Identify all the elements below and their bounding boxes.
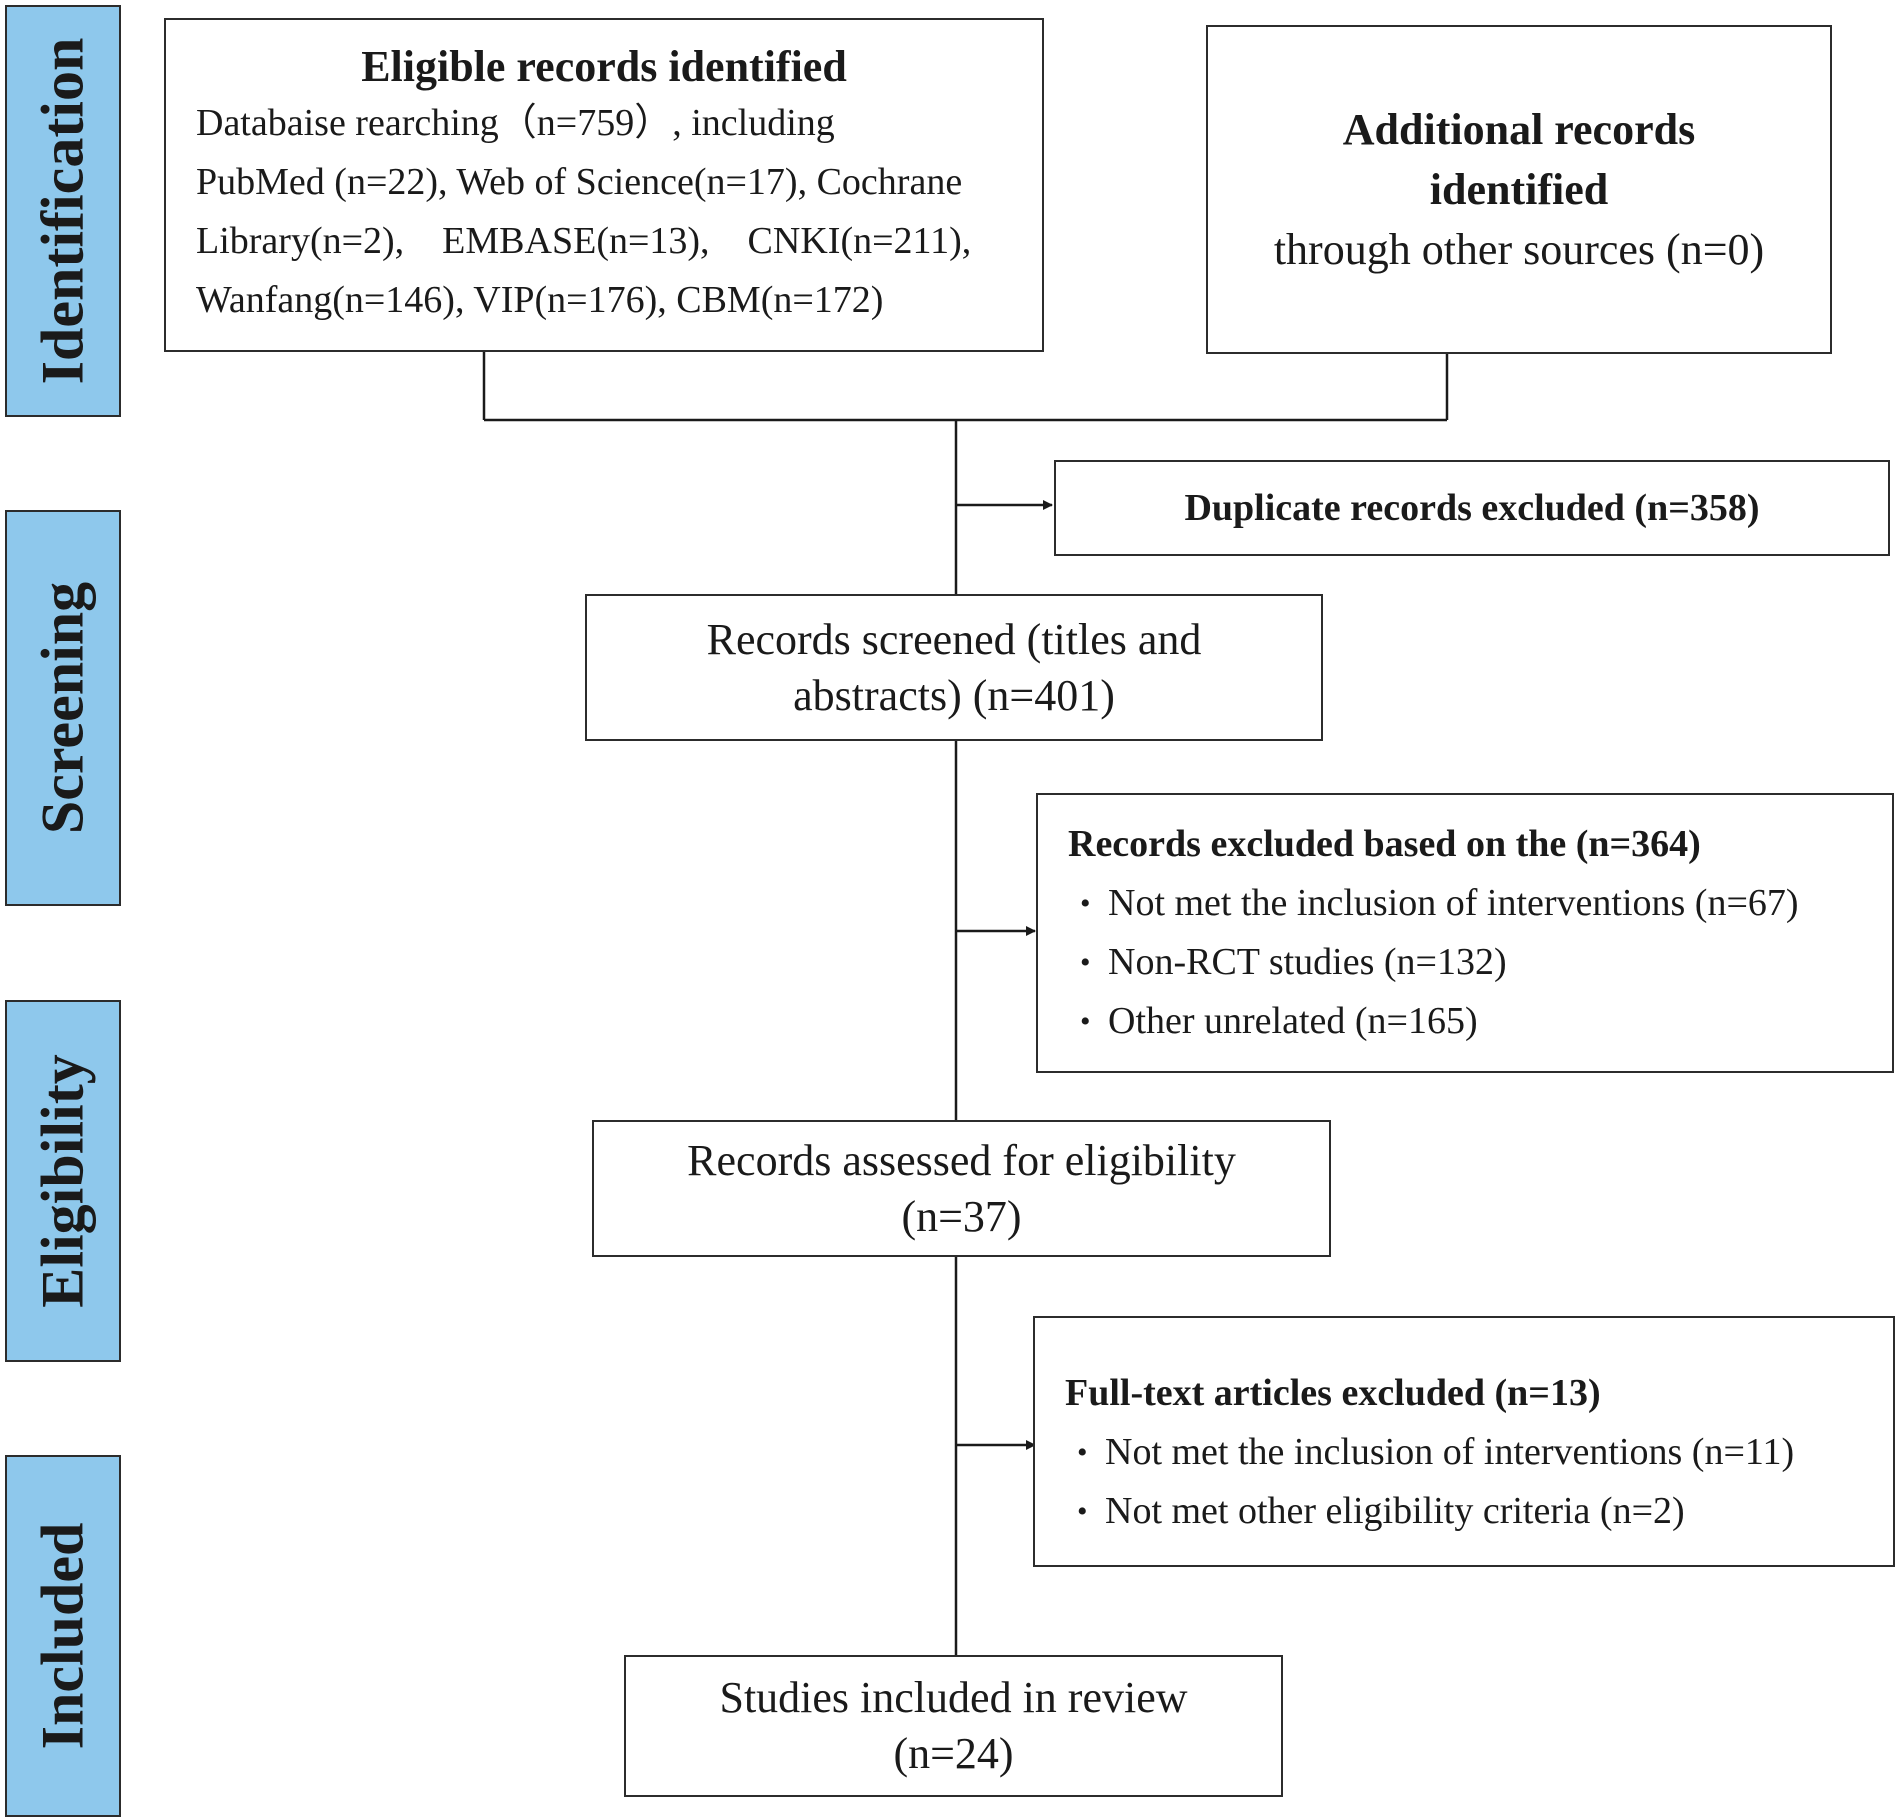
fulltext-excluded-list: Not met the inclusion of interventions (… [1065,1423,1893,1541]
duplicates-box: Duplicate records excluded (n=358) [1054,460,1890,556]
eligible-records-title: Eligible records identified [361,42,847,91]
phase-eligibility-label: Eligibility [29,1054,96,1308]
fulltext-excluded-box: Full-text articles excluded (n=13) Not m… [1033,1316,1895,1567]
included-line-1: Studies included in review [719,1673,1188,1722]
additional-records-subtitle: through other sources (n=0) [1273,224,1765,274]
excluded-screening-item: Non-RCT studies (n=132) [1068,933,1892,992]
phase-screening-label: Screening [29,581,96,835]
included-box: Studies included in review (n=24) [624,1655,1283,1797]
eligible-records-line-3: Library(n=2), EMBASE(n=13), CNKI(n=211), [196,220,972,262]
screened-box: Records screened (titles and abstracts) … [585,594,1323,741]
screened-line-1: Records screened (titles and [706,614,1202,664]
included-line-2: (n=24) [893,1729,1014,1778]
excluded-screening-list: Not met the inclusion of interventions (… [1068,874,1892,1051]
excluded-screening-box: Records excluded based on the (n=364) No… [1036,793,1894,1073]
phase-identification: Identification [5,5,121,417]
phase-identification-label: Identification [29,37,96,385]
phase-screening: Screening [5,510,121,906]
eligible-records-line-2: PubMed (n=22), Web of Science(n=17), Coc… [196,161,963,203]
phase-included-label: Included [29,1522,96,1750]
excluded-screening-item: Not met the inclusion of interventions (… [1068,874,1892,933]
fulltext-excluded-item: Not met other eligibility criteria (n=2) [1065,1482,1893,1541]
phase-eligibility: Eligibility [5,1000,121,1362]
phase-included: Included [5,1455,121,1817]
additional-records-title-1: Additional records [1342,104,1696,154]
duplicates-label: Duplicate records excluded (n=358) [1184,486,1760,529]
additional-records-title-2: identified [1429,164,1609,214]
eligible-records-box: Eligible records identified Databaise re… [164,18,1044,352]
assessed-box: Records assessed for eligibility (n=37) [592,1120,1331,1257]
additional-records-box: Additional records identified through ot… [1206,25,1832,354]
excluded-screening-title: Records excluded based on the (n=364) [1068,823,1701,865]
eligible-records-line-4: Wanfang(n=146), VIP(n=176), CBM(n=172) [196,279,884,321]
assessed-line-2: (n=37) [901,1191,1022,1241]
excluded-screening-item: Other unrelated (n=165) [1068,992,1892,1051]
fulltext-excluded-title: Full-text articles excluded (n=13) [1065,1372,1601,1414]
screened-line-2: abstracts) (n=401) [793,670,1115,720]
fulltext-excluded-item: Not met the inclusion of interventions (… [1065,1423,1893,1482]
assessed-line-1: Records assessed for eligibility [687,1135,1236,1185]
eligible-records-line-1: Databaise rearching（n=759）, including [196,102,835,144]
